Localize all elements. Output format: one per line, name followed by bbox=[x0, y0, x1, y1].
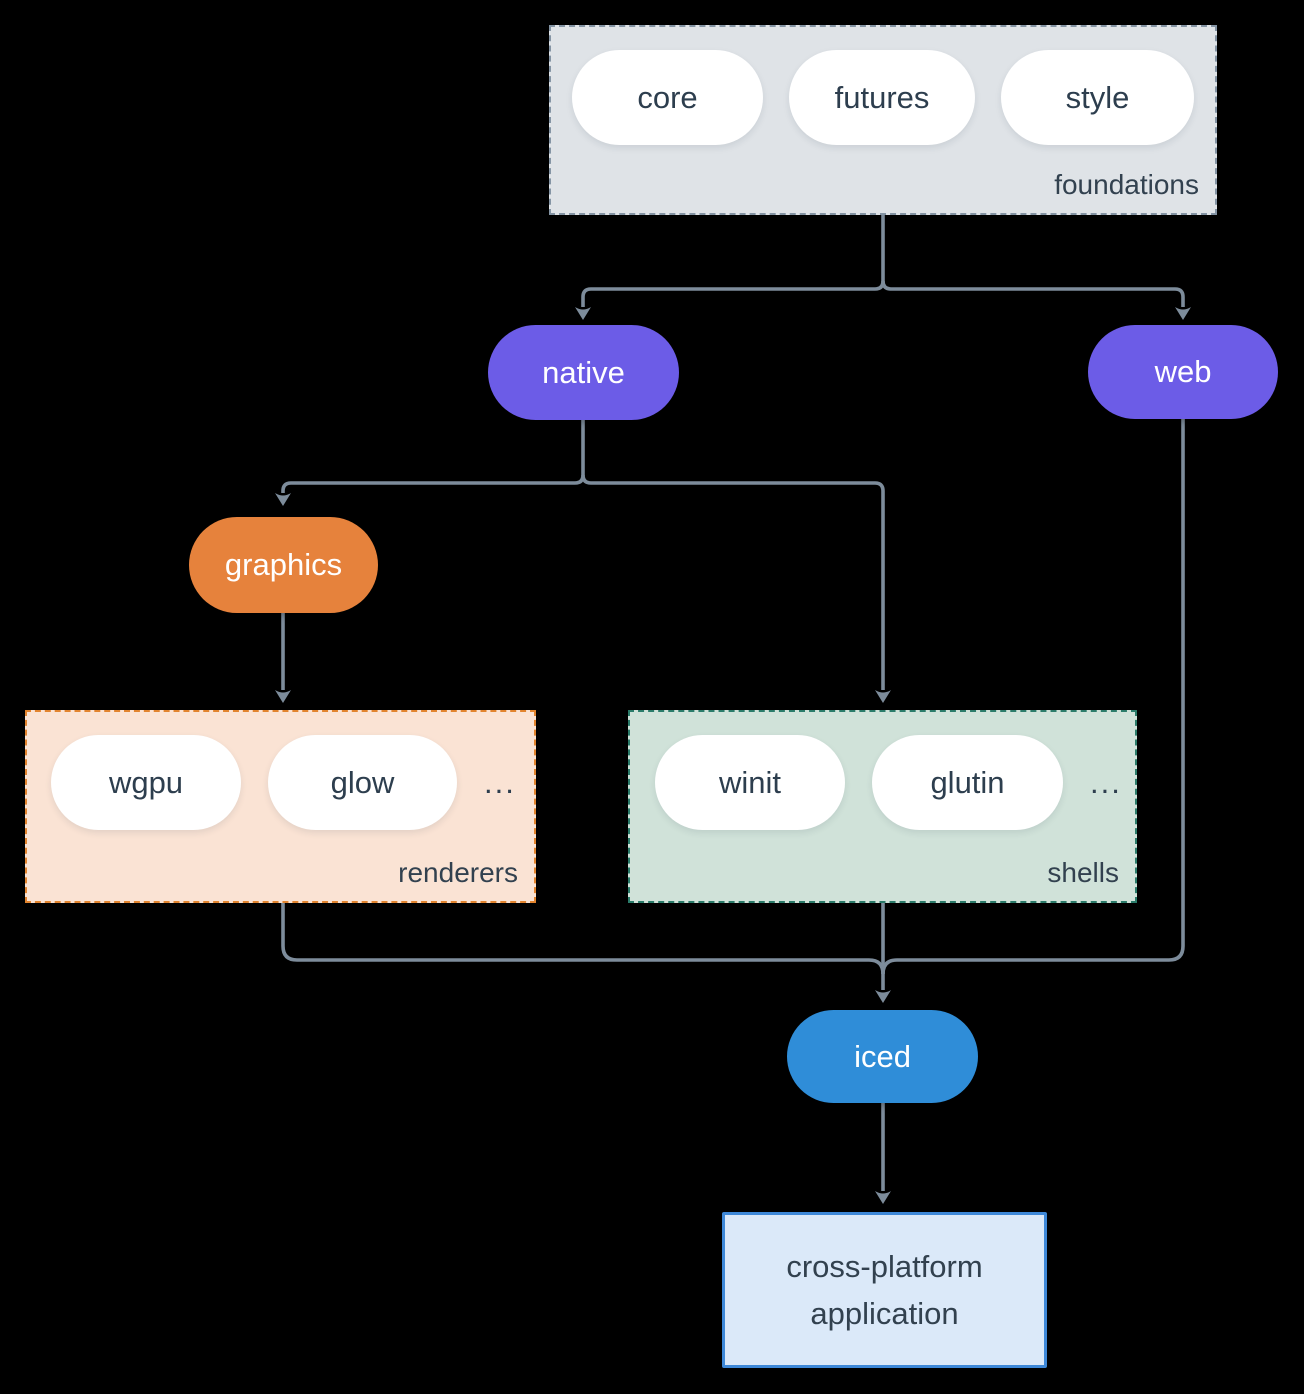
renderers-ellipsis: ... bbox=[484, 764, 516, 800]
shells-pill-row: winit glutin ... bbox=[655, 735, 1120, 830]
arrowhead-web bbox=[1175, 307, 1191, 320]
arrowhead-renderers bbox=[275, 690, 291, 703]
renderers-label: renderers bbox=[398, 857, 518, 888]
arrowhead-iced bbox=[875, 990, 891, 1003]
shells-label: shells bbox=[1047, 857, 1119, 888]
node-glow: glow bbox=[268, 735, 457, 830]
foundations-pill-row: core futures style bbox=[572, 50, 1194, 145]
node-style: style bbox=[1001, 50, 1194, 145]
renderers-pill-row: wgpu glow ... bbox=[51, 735, 514, 830]
application-label-line2: application bbox=[810, 1296, 959, 1331]
renderers-group: wgpu glow ... renderers bbox=[25, 710, 536, 903]
node-web: web bbox=[1088, 325, 1278, 419]
edge-foundations-to-native bbox=[581, 215, 885, 307]
edge-renderers-to-iced bbox=[281, 903, 885, 975]
edge-native-to-shells bbox=[581, 474, 885, 690]
foundations-label: foundations bbox=[1054, 169, 1199, 200]
shells-group: winit glutin ... shells bbox=[628, 710, 1137, 903]
node-native: native bbox=[488, 325, 679, 420]
application-label-line1: cross-platform bbox=[786, 1249, 983, 1284]
foundations-group: core futures style foundations bbox=[549, 25, 1217, 215]
arrowhead-native bbox=[575, 307, 591, 320]
arrowhead-shells bbox=[875, 690, 891, 703]
node-iced: iced bbox=[787, 1010, 978, 1103]
node-wgpu: wgpu bbox=[51, 735, 241, 830]
arrowhead-application bbox=[875, 1191, 891, 1204]
application-box: cross-platform application bbox=[722, 1212, 1047, 1368]
node-core: core bbox=[572, 50, 763, 145]
node-glutin: glutin bbox=[872, 735, 1063, 830]
edge-native-to-graphics bbox=[281, 420, 585, 493]
shells-ellipsis: ... bbox=[1090, 764, 1122, 800]
node-winit: winit bbox=[655, 735, 845, 830]
arrowhead-graphics bbox=[275, 493, 291, 506]
edge-foundations-to-web bbox=[881, 280, 1185, 307]
node-futures: futures bbox=[789, 50, 975, 145]
node-graphics: graphics bbox=[189, 517, 378, 613]
